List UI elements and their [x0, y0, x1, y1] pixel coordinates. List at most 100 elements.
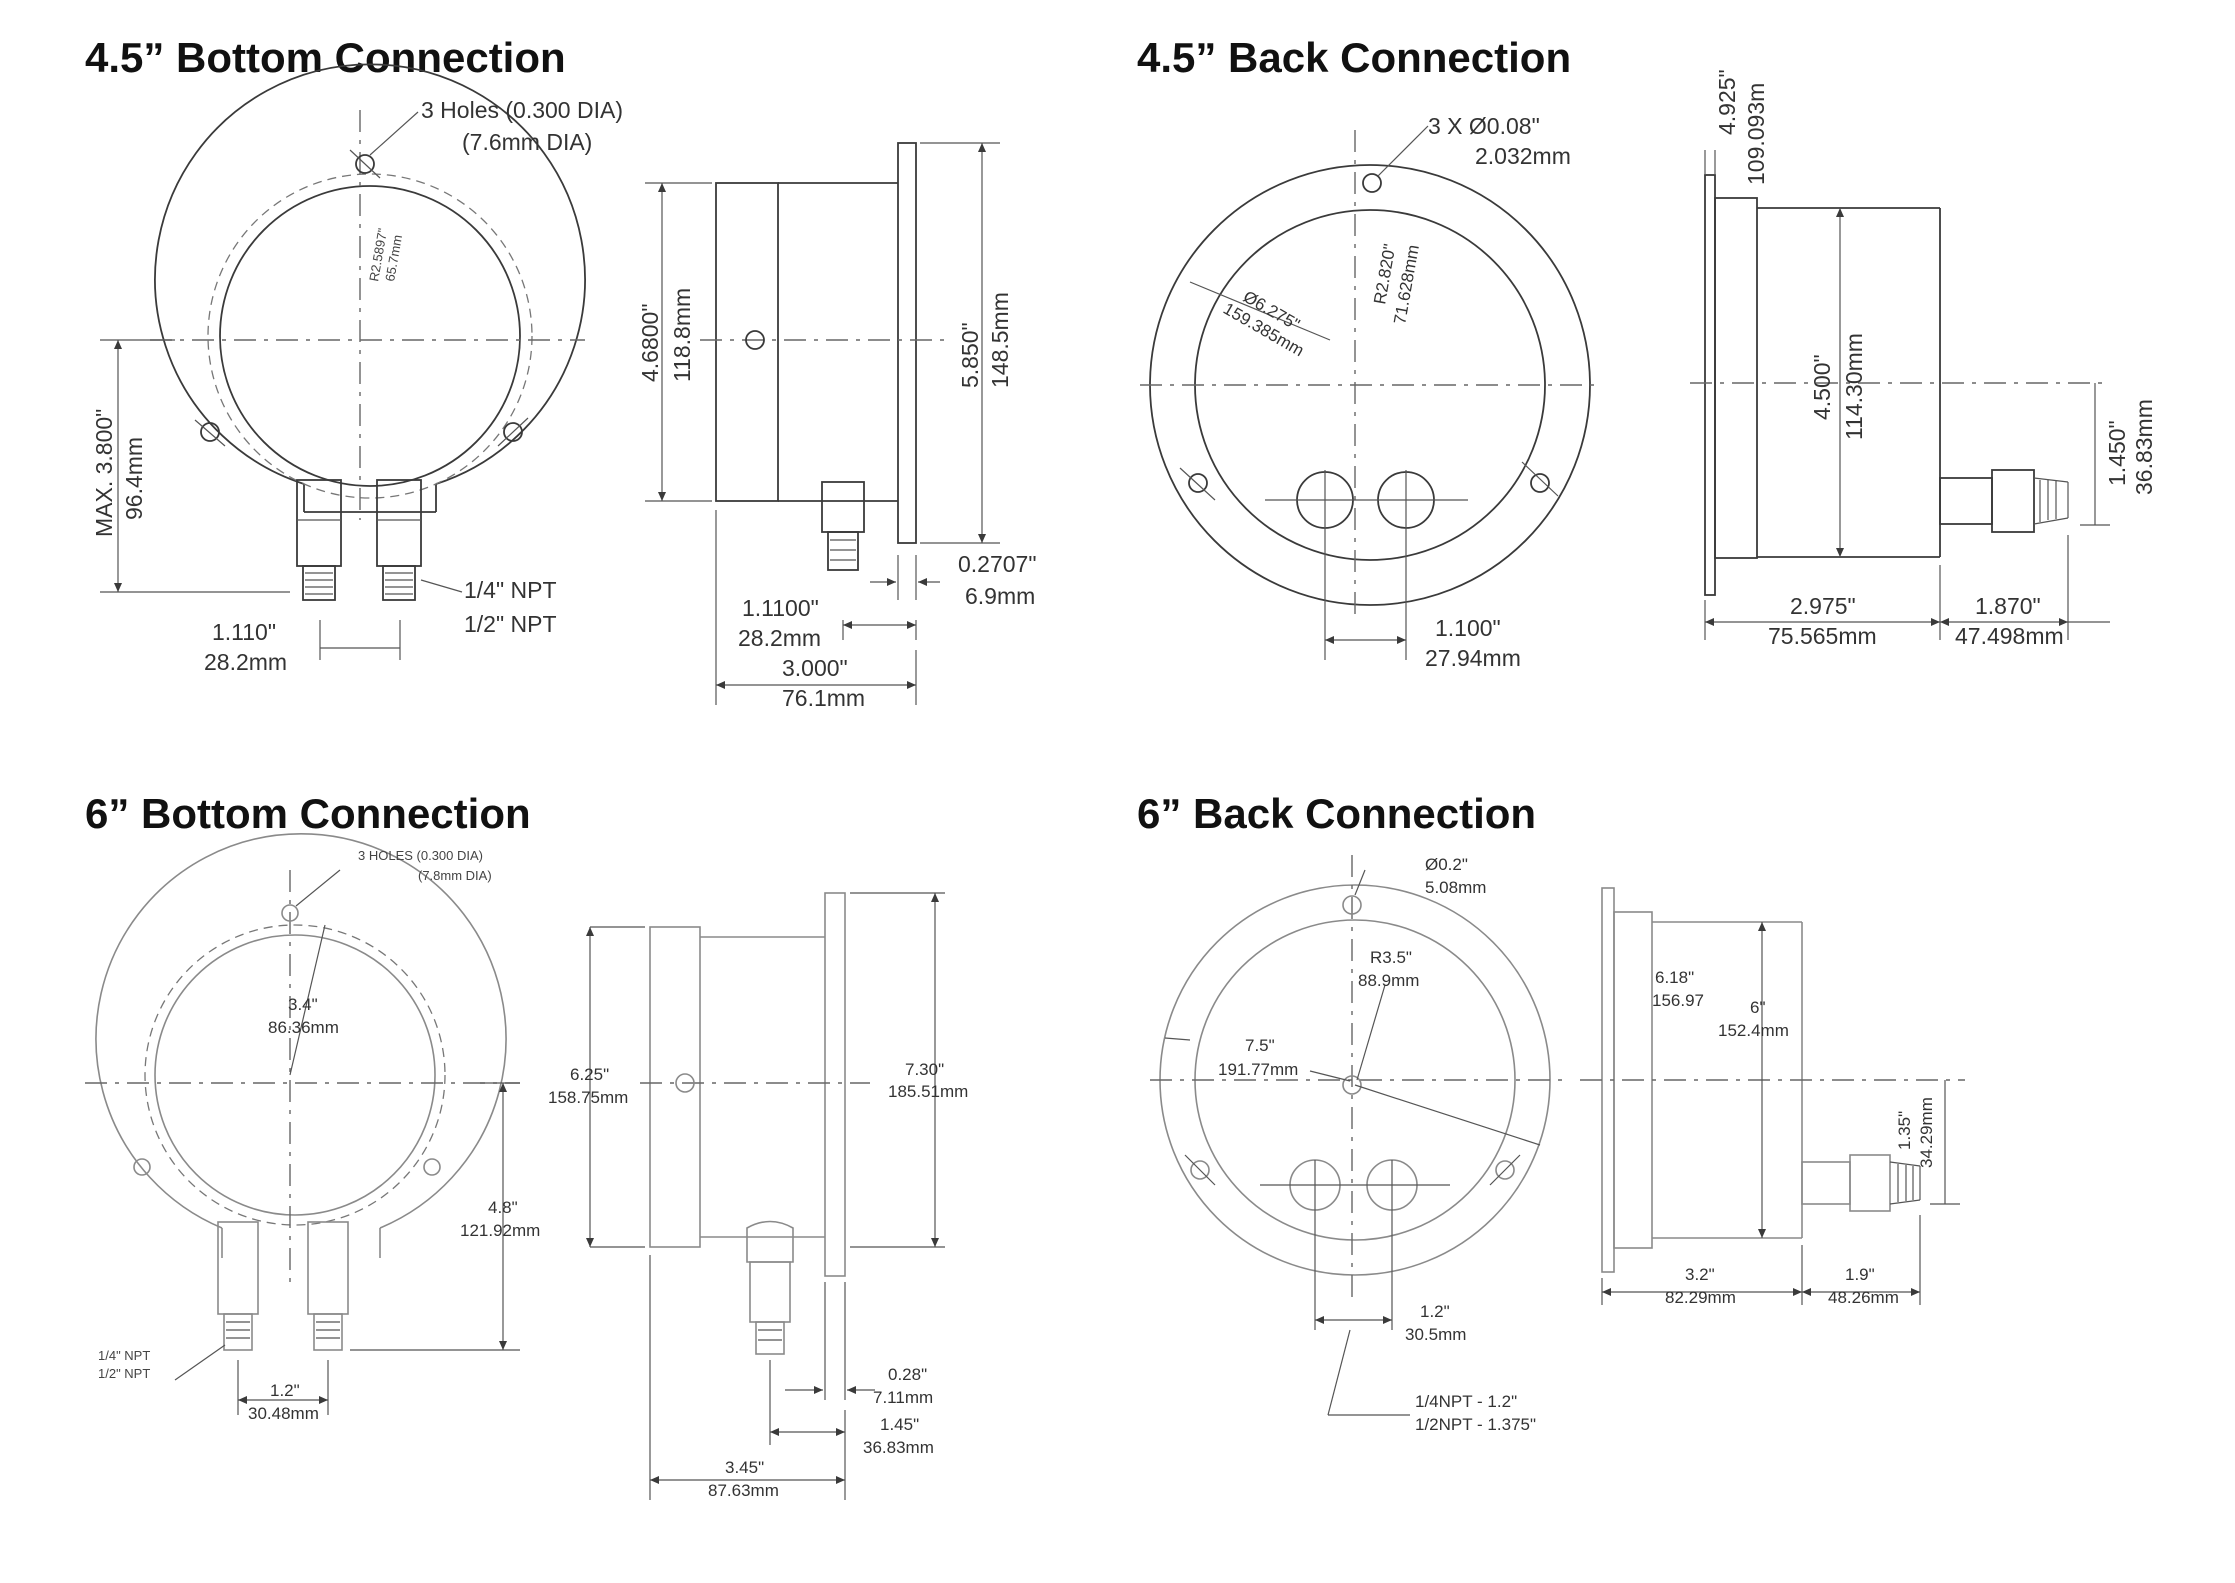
label-flange: 7.30" [905, 1060, 944, 1079]
label-depth: 3.45" [725, 1458, 764, 1477]
label-holes-mm: (7.8mm DIA) [418, 868, 492, 883]
panel-title: 6” Bottom Connection [85, 790, 531, 837]
front-view: 3 X Ø0.08" 2.032mm R2.820" 71.628mm Ø6.2… [1140, 113, 1600, 671]
label-npt-half: 1/2" NPT [464, 611, 557, 637]
front-view: 3 HOLES (0.300 DIA) (7.8mm DIA) 3.4" 86.… [85, 833, 540, 1423]
label-depth: 3.2" [1685, 1265, 1715, 1284]
label-npt-quarter: 1/4" NPT [98, 1348, 150, 1363]
label-radius: R3.5" [1370, 948, 1412, 967]
label-max-mm: 96.4mm [121, 437, 147, 520]
bezel [1714, 197, 1758, 559]
label-stem: 1.870" [1975, 593, 2041, 619]
label-radius-mm: 88.9mm [1358, 971, 1419, 990]
label-flange-mm: 185.51mm [888, 1082, 968, 1101]
label-flange-mm: 148.5mm [987, 292, 1013, 388]
label-spacing-mm: 28.2mm [204, 649, 287, 675]
mount-hole-top [1342, 895, 1362, 915]
label-holes: 3 Holes (0.300 DIA) [421, 97, 623, 123]
label-flange-mm: 109.093m [1743, 83, 1769, 185]
label-port: 1.1100" [742, 595, 819, 621]
stem [1939, 477, 1993, 525]
label-spacing-mm: 27.94mm [1425, 645, 1521, 671]
label-port-mm: 36.83mm [863, 1438, 934, 1457]
case-ring [154, 934, 436, 1216]
panel-title: 4.5” Bottom Connection [85, 34, 566, 81]
label-flange-mm: 156.97 [1652, 991, 1704, 1010]
label-port-height: 1.450" [2104, 420, 2130, 486]
panel-6-bottom: 6” Bottom Connection [85, 790, 968, 1500]
label-stem-mm: 47.498mm [1955, 623, 2064, 649]
mount-hole-right [1530, 473, 1550, 493]
label-holes: 3 X Ø0.08" [1428, 113, 1540, 139]
case-body [649, 926, 701, 1248]
label-case-mm: 152.4mm [1718, 1021, 1789, 1040]
label-spacing: 1.110" [212, 619, 276, 645]
label-port: 1.45" [880, 1415, 919, 1434]
label-holes-mm: (7.6mm DIA) [462, 129, 592, 155]
label-depth-mm: 87.63mm [708, 1481, 779, 1500]
panel-title: 6” Back Connection [1137, 790, 1536, 837]
flange [1704, 174, 1716, 596]
front-view: 3 Holes (0.300 DIA) (7.6mm DIA) R2.5897"… [91, 63, 623, 675]
label-flange: 4.925" [1714, 69, 1740, 135]
label-case: 4.500" [1809, 354, 1835, 420]
mount-hole-top [355, 154, 375, 174]
label-stem: 1.9" [1845, 1265, 1875, 1284]
stem [1801, 1161, 1851, 1205]
fitting-quarter-npt [217, 1221, 259, 1315]
panel-45-back: 4.5” Back Connection 3 X Ø0.08" 2.032mm … [1137, 34, 2157, 671]
label-npt-quarter: 1/4NPT - 1.2" [1415, 1392, 1517, 1411]
case-ring [219, 185, 521, 487]
fitting-half-npt [307, 1221, 349, 1315]
mount-hole-top [281, 904, 299, 922]
label-dia-mm: 191.77mm [1218, 1060, 1298, 1079]
label-spacing-mm: 30.48mm [248, 1404, 319, 1423]
label-height-mm: 121.92mm [460, 1221, 540, 1240]
label-depth-mm: 76.1mm [782, 685, 865, 711]
bolt-circle [144, 924, 446, 1226]
flange [824, 892, 846, 1277]
label-case-height-mm: 118.8mm [669, 288, 695, 382]
label-flange: 5.850" [957, 322, 983, 388]
label-hole-mm: 5.08mm [1425, 878, 1486, 897]
case-body [715, 182, 779, 502]
label-depth-mm: 75.565mm [1768, 623, 1877, 649]
mount-hole-right [1495, 1160, 1515, 1180]
label-case: 6" [1750, 998, 1766, 1017]
label-flange-thick-mm: 7.11mm [873, 1388, 933, 1407]
label-spacing: 1.100" [1435, 615, 1501, 641]
side-fitting [821, 481, 865, 533]
fitting-half-npt [376, 479, 422, 567]
label-height: 4.8" [488, 1198, 518, 1217]
label-case-height: 4.6800" [637, 303, 663, 382]
label-spacing: 1.2" [1420, 1302, 1450, 1321]
label-holes: 3 HOLES (0.300 DIA) [358, 848, 483, 863]
panel-title: 4.5” Back Connection [1137, 34, 1571, 81]
panel-6-back: 6” Back Connection Ø0.2" [1137, 790, 1965, 1434]
label-port-height-mm: 34.29mm [1917, 1097, 1936, 1168]
label-flange-thick: 0.2707" [958, 551, 1037, 577]
label-depth: 2.975" [1790, 593, 1856, 619]
label-flange: 6.18" [1655, 968, 1694, 987]
label-spacing: 1.2" [270, 1381, 300, 1400]
bolt-circle [207, 173, 533, 499]
mount-hole-left [1190, 1160, 1210, 1180]
label-npt-half: 1/2NPT - 1.375" [1415, 1415, 1536, 1434]
panel-45-bottom: 4.5” Bottom Connection [85, 34, 1037, 711]
side-fitting [746, 1220, 794, 1263]
mount-hole-right [503, 422, 523, 442]
mount-hole-top [1362, 173, 1382, 193]
label-stem-mm: 48.26mm [1828, 1288, 1899, 1307]
outer-flange [154, 63, 586, 485]
label-case-height-mm: 158.75mm [548, 1088, 628, 1107]
label-max: MAX. 3.800" [91, 409, 117, 537]
label-case-height: 6.25" [570, 1065, 609, 1084]
mount-hole-right [423, 1158, 441, 1176]
label-hole: Ø0.2" [1425, 855, 1468, 874]
label-dia: 7.5" [1245, 1036, 1275, 1055]
label-holes-mm: 2.032mm [1475, 143, 1571, 169]
front-view: Ø0.2" 5.08mm R3.5" 88.9mm 7.5" 191.77mm … [1150, 855, 1570, 1434]
mount-hole-left [200, 422, 220, 442]
label-npt-quarter: 1/4" NPT [464, 577, 557, 603]
